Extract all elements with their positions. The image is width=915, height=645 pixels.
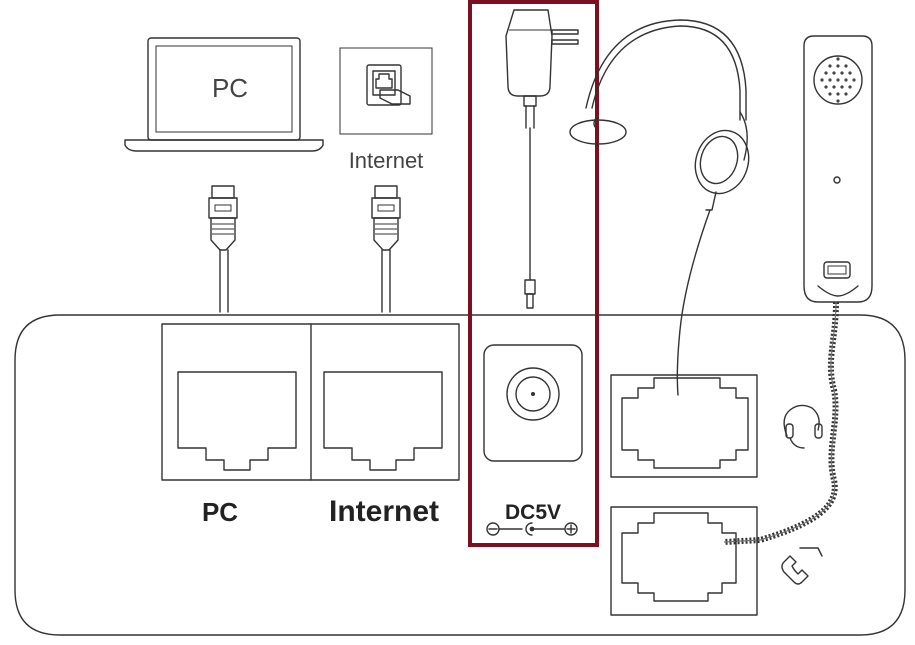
- pc-port-icon: [177, 371, 297, 471]
- internet-device-label: Internet: [349, 148, 424, 173]
- headset-port-icon: [783, 404, 823, 449]
- power-port-label: DC5V: [505, 501, 561, 524]
- power-highlight-frame: [468, 0, 599, 547]
- headset-port: [610, 374, 758, 478]
- internet-port-label: Internet: [329, 495, 439, 528]
- pc-ethernet-plug-icon: [208, 185, 238, 313]
- power-adapter-icon: [505, 9, 579, 309]
- ethernet-port-block: [161, 323, 460, 481]
- headset-cable: [676, 209, 711, 396]
- phone-base-body: [14, 314, 906, 636]
- internet-port-icon: [323, 371, 443, 471]
- power-jack-icon: [483, 344, 583, 462]
- wall-jack-icon: [339, 47, 433, 135]
- handset-port: [610, 506, 758, 616]
- pc-screen-label: PC: [212, 73, 248, 103]
- polarity-symbol: [486, 522, 578, 536]
- laptop-icon: [124, 37, 324, 152]
- pc-port-label: PC: [202, 497, 238, 527]
- handset-port-icon: [781, 547, 823, 585]
- handset-icon: [803, 35, 873, 303]
- internet-ethernet-plug-icon: [371, 185, 401, 313]
- headset-icon: [569, 19, 750, 211]
- handset-speaker-icon: [813, 55, 863, 105]
